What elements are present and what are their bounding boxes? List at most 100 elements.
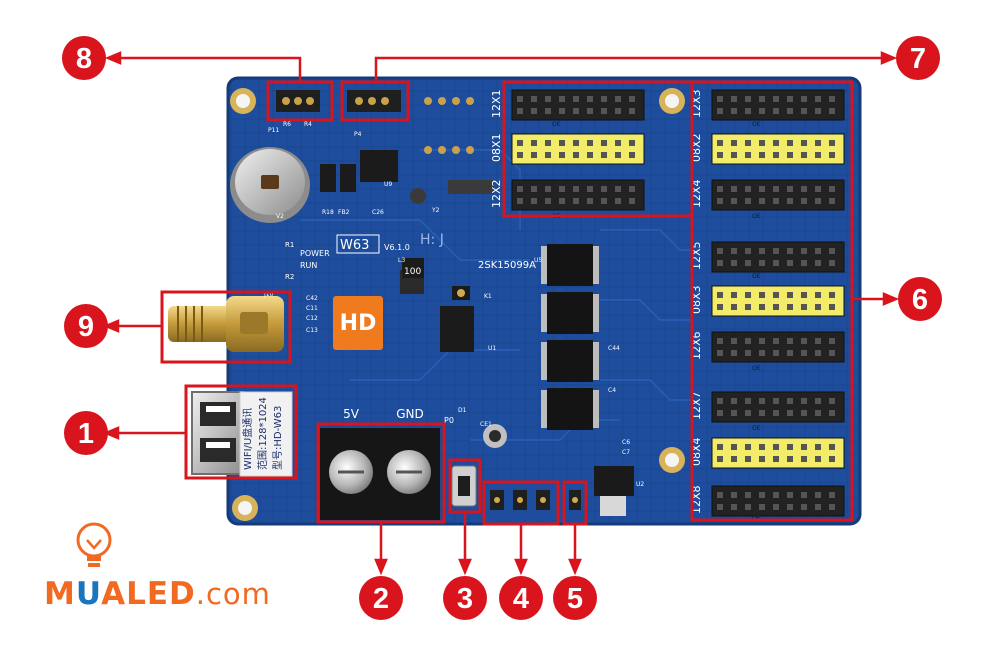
component-tag: C42 bbox=[306, 295, 318, 302]
led-tag-r1: R1 bbox=[285, 241, 294, 249]
callout-badge-6: 6 bbox=[898, 277, 942, 321]
terminal-label-p0: P0 bbox=[444, 416, 454, 425]
callout-badge-8: 8 bbox=[62, 36, 106, 80]
orange-logo-chip: HD bbox=[333, 296, 383, 350]
callout-badge-4: 4 bbox=[499, 576, 543, 620]
hub-header-08x4 bbox=[711, 437, 845, 469]
component-tag: C4 bbox=[608, 387, 616, 394]
hub-header-12x5 bbox=[711, 241, 845, 273]
brand-logo: MUALED.com bbox=[44, 576, 271, 616]
component-tag: K1 bbox=[484, 293, 492, 300]
driver-chips bbox=[541, 244, 599, 430]
hub-header-08x2 bbox=[711, 133, 845, 165]
callout-number: 5 bbox=[567, 583, 583, 615]
component-tag: C7 bbox=[622, 449, 630, 456]
chip-small-label: H: J bbox=[420, 232, 444, 248]
usb-port bbox=[191, 391, 245, 475]
callout-box-6 bbox=[690, 80, 854, 522]
header-tag-oe: OE bbox=[752, 121, 761, 128]
callout-number: 7 bbox=[910, 43, 926, 75]
header-tag-oe: OE bbox=[752, 273, 761, 280]
callout-number: 8 bbox=[76, 43, 92, 75]
antenna-connector bbox=[168, 296, 284, 352]
component-tag: C11 bbox=[306, 305, 318, 312]
component-tag: C12 bbox=[306, 315, 318, 322]
coin-cell-battery bbox=[230, 147, 310, 223]
component-tag: U1 bbox=[488, 345, 496, 352]
callout-number: 2 bbox=[373, 583, 389, 615]
terminal-label-gnd: GND bbox=[396, 407, 424, 421]
sticker-line-1: WIFI/U盘通讯 bbox=[241, 408, 254, 470]
led-tag-r2: R2 bbox=[285, 273, 294, 281]
brand-domain: .com bbox=[195, 577, 271, 611]
component-tag: Y2 bbox=[431, 207, 440, 214]
brand-part-2: U bbox=[75, 576, 102, 612]
hub-header-12x6 bbox=[711, 331, 845, 363]
port-label-12x2: 12X2 bbox=[490, 179, 503, 208]
component-tag: U9 bbox=[384, 181, 392, 188]
board-model: W63 bbox=[340, 238, 369, 253]
component-tag: P11 bbox=[268, 127, 279, 134]
power-terminal: 5V GND P0 bbox=[320, 407, 454, 520]
callout-badge-3: 3 bbox=[443, 576, 487, 620]
lightbulb-icon bbox=[76, 522, 112, 567]
hub-header-12x8 bbox=[711, 485, 845, 517]
component-tag: R18 bbox=[322, 209, 334, 216]
component-tag: P4 bbox=[354, 131, 362, 138]
header-tag-oe: OE bbox=[552, 121, 561, 128]
voltage-regulator bbox=[402, 258, 634, 516]
terminal-label-5v: 5V bbox=[343, 407, 360, 421]
brand-part-3: ALED bbox=[101, 576, 196, 612]
board-version: V6.1.0 bbox=[384, 243, 410, 252]
header-tag-oe: OE bbox=[752, 213, 761, 220]
hub-header-08x1 bbox=[511, 133, 645, 165]
callout-number: 1 bbox=[78, 418, 94, 450]
sticker-line-2: 范围:128*1024 bbox=[256, 397, 269, 470]
callout-number: 6 bbox=[912, 284, 928, 316]
callout-badge-9: 9 bbox=[64, 304, 108, 348]
component-tag: C13 bbox=[306, 327, 318, 334]
header-tag-oe: OE bbox=[752, 425, 761, 432]
label-sticker: WIFI/U盘通讯 范围:128*1024 型号:HD-W63 bbox=[239, 391, 293, 477]
svg-text:HD: HD bbox=[340, 311, 377, 336]
callout-badge-5: 5 bbox=[553, 576, 597, 620]
component-tag: U2 bbox=[636, 481, 644, 488]
callout-number: 3 bbox=[457, 583, 473, 615]
port-label-12x1: 12X1 bbox=[490, 89, 503, 118]
component-tag: V2 bbox=[276, 213, 284, 220]
component-tag: C26 bbox=[372, 209, 384, 216]
component-tag: R6 bbox=[283, 121, 291, 128]
header-pins bbox=[486, 484, 584, 520]
sticker-line-3: 型号:HD-W63 bbox=[271, 406, 284, 470]
component-tag: D1 bbox=[458, 407, 467, 414]
component-tag: R4 bbox=[304, 121, 312, 128]
led-label-run: RUN bbox=[300, 261, 317, 270]
hub-header-08x3 bbox=[711, 285, 845, 317]
header-tag-oe: OE bbox=[752, 365, 761, 372]
hub-header-12x1 bbox=[511, 89, 645, 121]
top-headers bbox=[276, 90, 474, 154]
test-button bbox=[451, 465, 477, 507]
led-label-power: POWER bbox=[300, 249, 330, 258]
callout-number: 4 bbox=[513, 583, 529, 615]
chip-label: 2SK15099A bbox=[478, 260, 536, 271]
callout-badge-7: 7 bbox=[896, 36, 940, 80]
component-tag: J10 bbox=[263, 291, 274, 298]
callout-number: 9 bbox=[78, 311, 94, 343]
hub-header-12x4 bbox=[711, 179, 845, 211]
small-ic-chips bbox=[320, 150, 494, 352]
component-tag: CE1 bbox=[480, 421, 492, 428]
callout-leaders bbox=[102, 51, 900, 576]
hub-header-12x2 bbox=[511, 179, 645, 211]
callout-badge-2: 2 bbox=[359, 576, 403, 620]
component-tag: FB2 bbox=[338, 209, 350, 216]
callout-badges: 1 2 3 4 5 6 7 8 9 bbox=[62, 36, 942, 620]
mounting-hole bbox=[230, 88, 685, 521]
port-label-08x1: 08X1 bbox=[490, 133, 503, 162]
component-tag: L3 bbox=[398, 257, 405, 264]
hub-header-12x3 bbox=[711, 89, 845, 121]
board-silkscreen: W63 V6.1.0 2SK15099A H: J 100 POWER RUN … bbox=[263, 121, 644, 488]
inductor-label: 100 bbox=[404, 267, 421, 277]
